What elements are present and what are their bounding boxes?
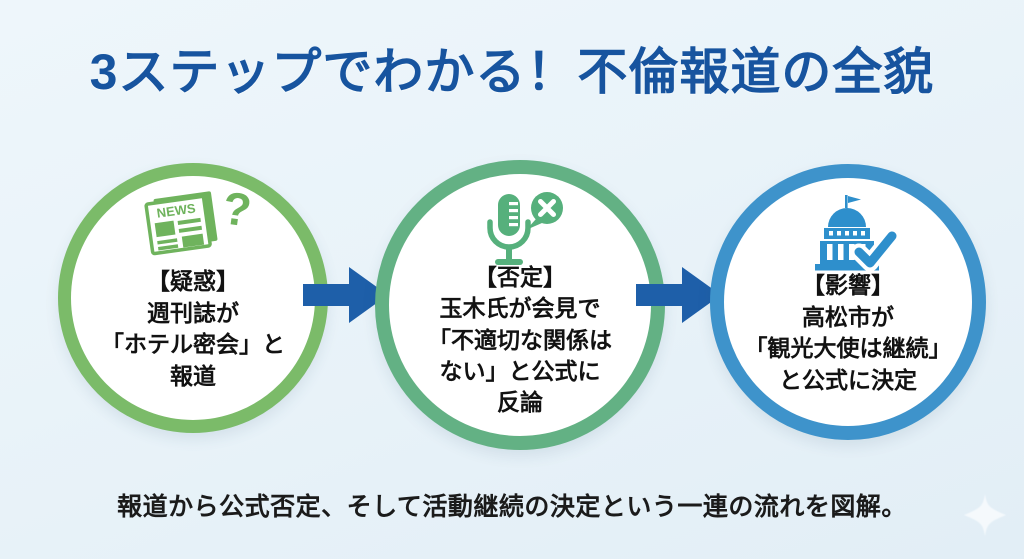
sparkle-icon <box>964 494 1006 536</box>
step-2-circle: 【否定】 玉木氏が会見で 「不適切な関係は ない」と公式に 反論 <box>375 160 665 450</box>
arrow-right-icon <box>303 267 388 323</box>
question-mark-icon: ? <box>219 181 255 237</box>
step-3-icon-row <box>724 194 972 274</box>
step-1-icon-row: NEWS ? <box>71 181 315 262</box>
step-1-circle: NEWS ? 【疑惑】 週刊誌が 「ホテル密会」と 報道 <box>58 163 328 433</box>
microphone-denial-icon <box>487 192 563 265</box>
step-3-circle: 【影響】 高松市が 「観光大使は継続」 と公式に決定 <box>710 164 986 440</box>
newspaper-news-label: NEWS <box>156 200 197 220</box>
step-3-text: 【影響】 高松市が 「観光大使は継続」 と公式に決定 <box>744 272 952 394</box>
step-2-icon-row <box>389 190 651 270</box>
step-2-text: 【否定】 玉木氏が会見で 「不適切な関係は ない」と公式に 反論 <box>428 264 612 416</box>
newspaper-icon: NEWS <box>144 191 218 256</box>
step-1-text: 【疑惑】 週刊誌が 「ホテル密会」と 報道 <box>101 268 285 390</box>
page-title: 3ステップでわかる！不倫報道の全貌 <box>89 44 935 100</box>
government-check-icon <box>815 195 901 272</box>
bottom-caption: 報道から公式否定、そして活動継続の決定という一連の流れを図解。 <box>117 493 907 521</box>
arrow-right-icon <box>636 267 721 323</box>
